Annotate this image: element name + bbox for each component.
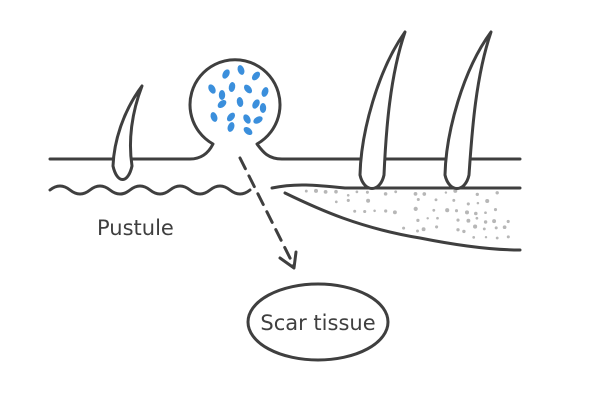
bacterium-dot bbox=[243, 84, 253, 94]
dermis-dot bbox=[416, 218, 420, 223]
dermis-dot bbox=[452, 198, 456, 202]
dermis-dot bbox=[434, 198, 438, 202]
dermis-dot bbox=[476, 201, 480, 205]
dermis-dot bbox=[506, 219, 510, 224]
dermis-dot bbox=[464, 210, 470, 215]
dermis-dot bbox=[323, 190, 328, 194]
dermis-dot bbox=[484, 211, 487, 215]
dermis-dot bbox=[426, 217, 429, 220]
dermis-dot bbox=[495, 191, 499, 195]
bacterium-dot bbox=[261, 87, 269, 97]
bacterium-dot bbox=[252, 99, 260, 109]
bacterium-dot bbox=[222, 69, 230, 79]
dermis-dot bbox=[334, 189, 338, 194]
dermis-dot bbox=[432, 208, 436, 212]
skin-surface-line bbox=[48, 58, 522, 161]
dermis-dot bbox=[435, 225, 439, 229]
dermis-dot bbox=[413, 206, 418, 211]
dermis-dot bbox=[416, 197, 420, 202]
dashed-arrow-icon bbox=[238, 156, 296, 268]
dermis-dot bbox=[462, 229, 466, 234]
dermis-dot bbox=[466, 218, 471, 223]
dermis-dot bbox=[384, 209, 388, 213]
dermis-dot bbox=[365, 190, 369, 194]
dermis-dot bbox=[346, 193, 350, 197]
dermis-dot bbox=[466, 202, 470, 206]
dermis-dot bbox=[493, 208, 498, 212]
dermis-dot bbox=[475, 192, 479, 197]
dermis-dot bbox=[484, 235, 488, 239]
dermis-wavy-line bbox=[48, 184, 252, 196]
scar-tissue-label: Scar tissue bbox=[260, 311, 375, 335]
dermis-dot bbox=[346, 198, 350, 202]
dermis-dot bbox=[485, 198, 490, 204]
bacterium-dot bbox=[218, 90, 226, 100]
dermis-dot bbox=[445, 208, 450, 213]
dermis-dot bbox=[494, 226, 498, 230]
bacterium-dot bbox=[226, 112, 236, 122]
dermis-dot bbox=[304, 189, 308, 193]
bacterium-dot bbox=[251, 71, 261, 81]
bacterium-dot bbox=[243, 126, 253, 136]
scar-boundary-upper bbox=[270, 183, 522, 190]
dermis-dot bbox=[355, 190, 359, 194]
dermis-dot bbox=[482, 227, 486, 231]
dermis-dot bbox=[413, 192, 418, 196]
dermis-dot bbox=[363, 209, 367, 214]
dermis-dot bbox=[444, 191, 448, 194]
dermis-dot bbox=[416, 229, 419, 233]
dermis-dot bbox=[475, 216, 479, 220]
hair-follicle-icon bbox=[358, 30, 407, 190]
dermis-dots bbox=[304, 188, 510, 240]
dermis-dot bbox=[394, 190, 398, 194]
bacterium-dot bbox=[243, 114, 251, 124]
dermis-dot bbox=[456, 228, 460, 232]
dermis-dot bbox=[483, 220, 488, 224]
hair-follicle-icon bbox=[443, 30, 493, 190]
bacterium-dot bbox=[259, 103, 267, 113]
bacterium-dot bbox=[253, 116, 263, 124]
bacterium-dot bbox=[210, 112, 218, 122]
dermis-dot bbox=[373, 209, 376, 213]
bacterium-dot bbox=[227, 122, 235, 132]
dermis-dot bbox=[353, 209, 357, 213]
bacterium-dot bbox=[217, 99, 227, 109]
dermis-dot bbox=[454, 209, 459, 213]
bacterium-dot bbox=[208, 84, 216, 94]
dermis-dot bbox=[456, 218, 460, 222]
scar-boundary-lower bbox=[283, 191, 522, 252]
dermis-dot bbox=[495, 236, 499, 240]
bacteria-cluster bbox=[208, 65, 269, 136]
bacterium-dot bbox=[236, 97, 244, 107]
dermis-dot bbox=[436, 216, 439, 220]
bacterium-dot bbox=[228, 82, 236, 92]
pustule-label: Pustule bbox=[97, 216, 174, 240]
dermis-dot bbox=[366, 198, 371, 203]
dermis-dot bbox=[472, 236, 476, 239]
bacterium-dot bbox=[237, 65, 245, 75]
dermis-dot bbox=[474, 211, 478, 216]
hair-follicle-icon bbox=[111, 84, 144, 181]
dermis-dot bbox=[383, 192, 388, 196]
dermis-dot bbox=[473, 224, 478, 229]
dermis-dot bbox=[392, 210, 397, 215]
scar-tissue-ellipse bbox=[246, 282, 390, 362]
dermis-dot bbox=[506, 235, 510, 239]
dermis-dot bbox=[334, 200, 338, 204]
dermis-dot bbox=[402, 226, 406, 230]
dermis-dot bbox=[314, 188, 318, 193]
dermis-dot bbox=[421, 227, 426, 232]
dermis-dot bbox=[502, 225, 507, 230]
dermis-dot bbox=[492, 219, 497, 224]
dermis-dot bbox=[422, 192, 427, 196]
arrowhead bbox=[278, 250, 298, 270]
